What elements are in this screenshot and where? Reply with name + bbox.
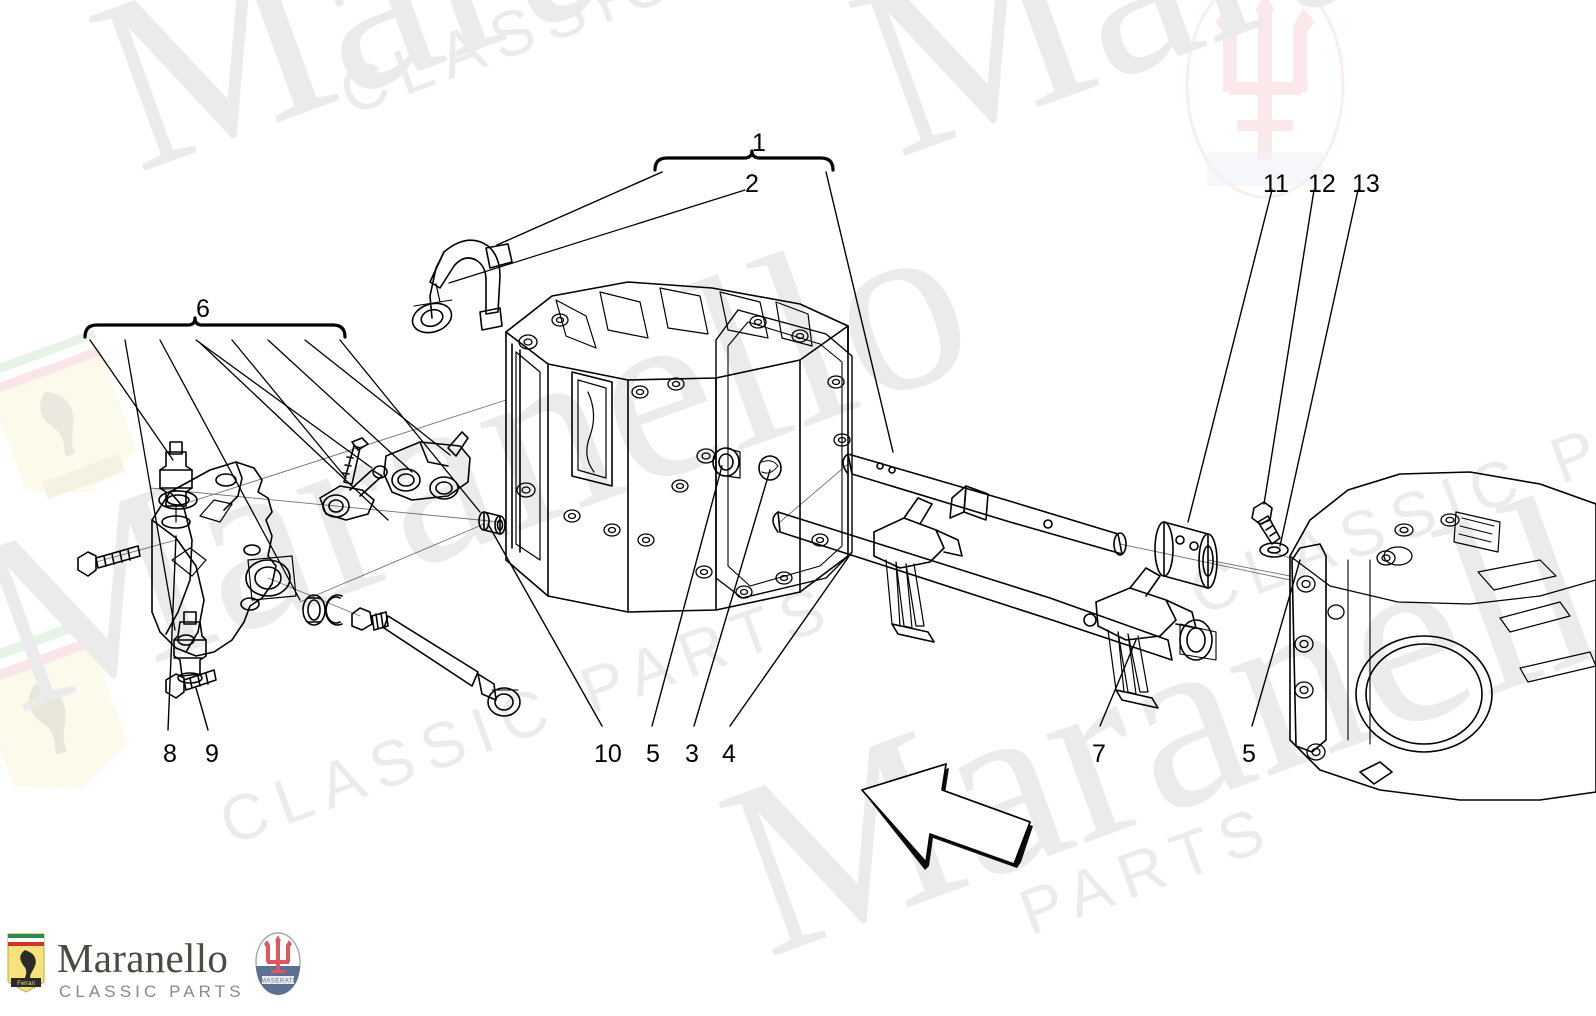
- selector-lever-link: [319, 465, 388, 521]
- gearbox-casing: [505, 281, 853, 613]
- ferrari-shield-logo: Ferrari: [7, 933, 45, 993]
- bolt-left-lower: [165, 669, 217, 699]
- gear-selector-rod: [351, 607, 521, 717]
- axis-lines: [95, 399, 1297, 617]
- callout-10: 10: [594, 740, 622, 768]
- callout-8: 8: [163, 740, 177, 768]
- leader-line-1: [825, 171, 894, 453]
- bracket-6: [83, 316, 347, 339]
- leader-line-2: [496, 171, 663, 246]
- leader-line-2b: [448, 189, 746, 284]
- footer-brand: Maranello: [57, 935, 229, 981]
- relay-lever-assembly: [383, 431, 471, 501]
- callout-9: 9: [205, 740, 219, 768]
- callout-12: 12: [1308, 170, 1336, 198]
- footer-subtitle: CLASSIC PARTS: [59, 982, 245, 1001]
- ferrari-shield-watermark: [0, 618, 129, 790]
- callout-1: 1: [752, 129, 766, 157]
- shift-rail-lower: [772, 511, 1173, 661]
- reverse-light-switch-upper: [159, 441, 193, 529]
- maserati-trident-logo: MASERATI: [255, 932, 301, 995]
- callout-2: 2: [745, 170, 759, 198]
- svg-text:Ferrari: Ferrari: [17, 981, 35, 987]
- callout-5-right: 5: [1242, 740, 1256, 768]
- callout-7: 7: [1092, 740, 1106, 768]
- shift-fork-right: [1095, 567, 1217, 709]
- maserati-trident-watermark: [1185, 0, 1345, 199]
- assembly-direction-arrow: [861, 763, 1033, 870]
- footer-branding: Ferrari MASERATI Maranello CLASSIC PARTS: [0, 920, 1596, 1006]
- callout-4: 4: [722, 740, 736, 768]
- callout-leader-lines: [167, 189, 1359, 731]
- callout-5-left: 5: [646, 740, 660, 768]
- callout-11: 11: [1263, 170, 1289, 198]
- shift-rail-upper: [842, 453, 1127, 556]
- callout-3: 3: [685, 740, 699, 768]
- pivot-bolt: [342, 437, 369, 485]
- callout-13: 13: [1352, 170, 1380, 198]
- shift-fork-top: [411, 239, 513, 334]
- shift-fork-mid: [873, 497, 963, 643]
- ferrari-shield-watermark: [0, 329, 137, 500]
- snap-ring: [324, 594, 343, 626]
- callout-6: 6: [196, 295, 210, 323]
- footer-logos: Ferrari MASERATI: [7, 932, 301, 995]
- bolt-left-upper: [77, 545, 141, 577]
- bracket-1: [653, 149, 835, 172]
- maserati-wordmark: MASERATI: [261, 979, 295, 985]
- clutch-bell-housing: [1289, 471, 1596, 801]
